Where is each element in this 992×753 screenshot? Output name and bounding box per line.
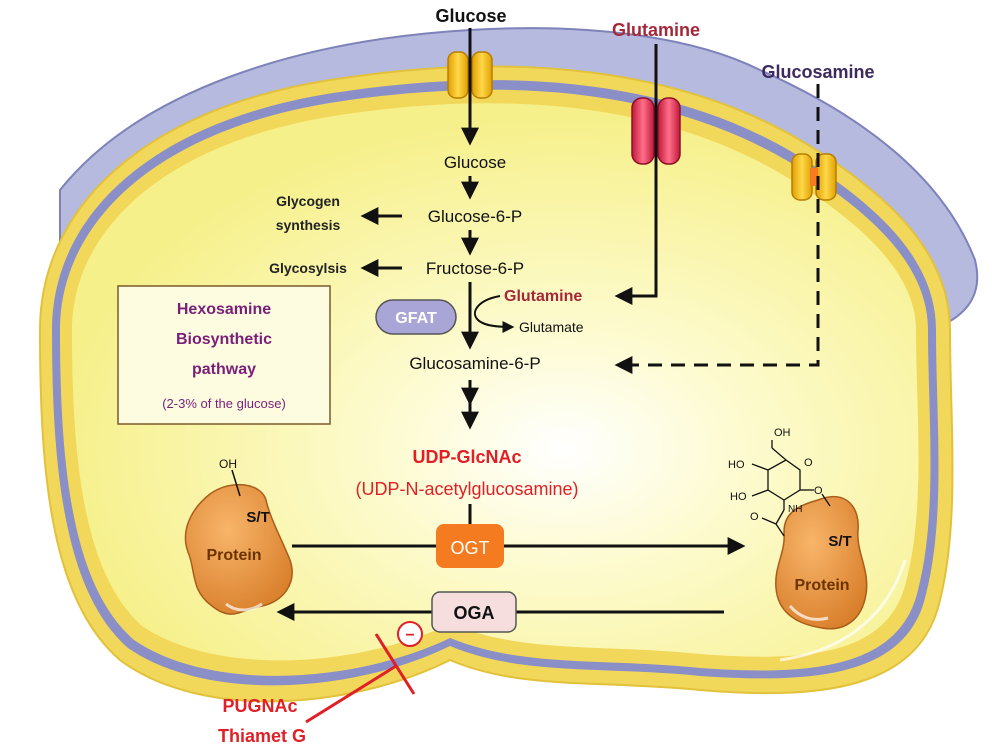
hbp-box — [117, 285, 331, 425]
sugar-o-ring: O — [804, 457, 813, 469]
glucose-intracellular: Glucose — [444, 153, 506, 172]
oga-enzyme — [431, 591, 517, 633]
glucose-input-label: Glucose — [435, 6, 506, 26]
glucose-transporter — [447, 51, 493, 99]
udp-glcnac: UDP-GlcNAc — [412, 447, 521, 467]
glucosamine-entry-arrow — [614, 84, 820, 374]
protein-right-site: S/T — [828, 533, 851, 550]
inhibitor-thiamet-g: Thiamet G — [218, 726, 306, 746]
glutamine-entry-arrow — [614, 44, 658, 305]
glutamine-input-label: Glutamine — [612, 20, 700, 40]
glucosamine-transporter — [791, 153, 837, 201]
oga-label: OGA — [453, 603, 494, 623]
ogt-label: OGT — [451, 538, 490, 558]
protein-right — [775, 495, 868, 630]
inhibition-minus-circle — [397, 621, 423, 647]
hbp-note: (2-3% of the glucose) — [162, 396, 286, 411]
cytoplasm — [72, 103, 919, 661]
sugar-o-link: O — [814, 485, 823, 497]
glutamate-product: Glutamate — [519, 319, 584, 335]
glcnac-structure — [751, 440, 831, 537]
udp-glcnac-full: (UDP-N-acetylglucosamine) — [355, 479, 578, 499]
glucosamine-input-label: Glucosamine — [761, 62, 874, 82]
sugar-oh-top: OH — [774, 427, 791, 439]
protein-left-oh: OH — [219, 457, 237, 471]
glycogen-label-1: Glycogen — [276, 193, 340, 209]
protein-right-label: Protein — [794, 577, 849, 594]
glycogen-label-2: synthesis — [276, 217, 341, 233]
gfat-enzyme — [375, 299, 457, 335]
glutamine-to-glutamate-arrow — [473, 295, 515, 333]
hbp-title-3: pathway — [192, 361, 256, 378]
inhibitor-pugnac: PUGNAc — [222, 696, 297, 716]
gfat-label: GFAT — [395, 310, 437, 327]
inhibition-bar — [374, 633, 416, 695]
fructose-6-p: Fructose-6-P — [426, 259, 524, 278]
hbp-title-1: Hexosamine — [177, 301, 271, 318]
sugar-ho-1: HO — [728, 459, 745, 471]
protein-left-site: S/T — [246, 509, 269, 526]
ogt-enzyme — [436, 524, 504, 568]
glucosamine-6-p: Glucosamine-6-P — [409, 354, 540, 373]
inhibition-minus: − — [405, 627, 414, 644]
hbp-title-2: Biosynthetic — [176, 331, 272, 348]
protein-left — [184, 483, 293, 615]
glutamine-cofactor: Glutamine — [504, 288, 582, 305]
sugar-nh: NH — [788, 504, 802, 515]
sugar-ho-2: HO — [730, 491, 747, 503]
glycolysis-label: Glycosylsis — [269, 260, 347, 276]
glutamine-transporter — [631, 97, 681, 165]
glucose-6-p: Glucose-6-P — [428, 207, 522, 226]
inhibition-line — [305, 664, 397, 724]
protein-left-label: Protein — [206, 547, 261, 564]
sugar-o-carbonyl: O — [750, 511, 759, 523]
